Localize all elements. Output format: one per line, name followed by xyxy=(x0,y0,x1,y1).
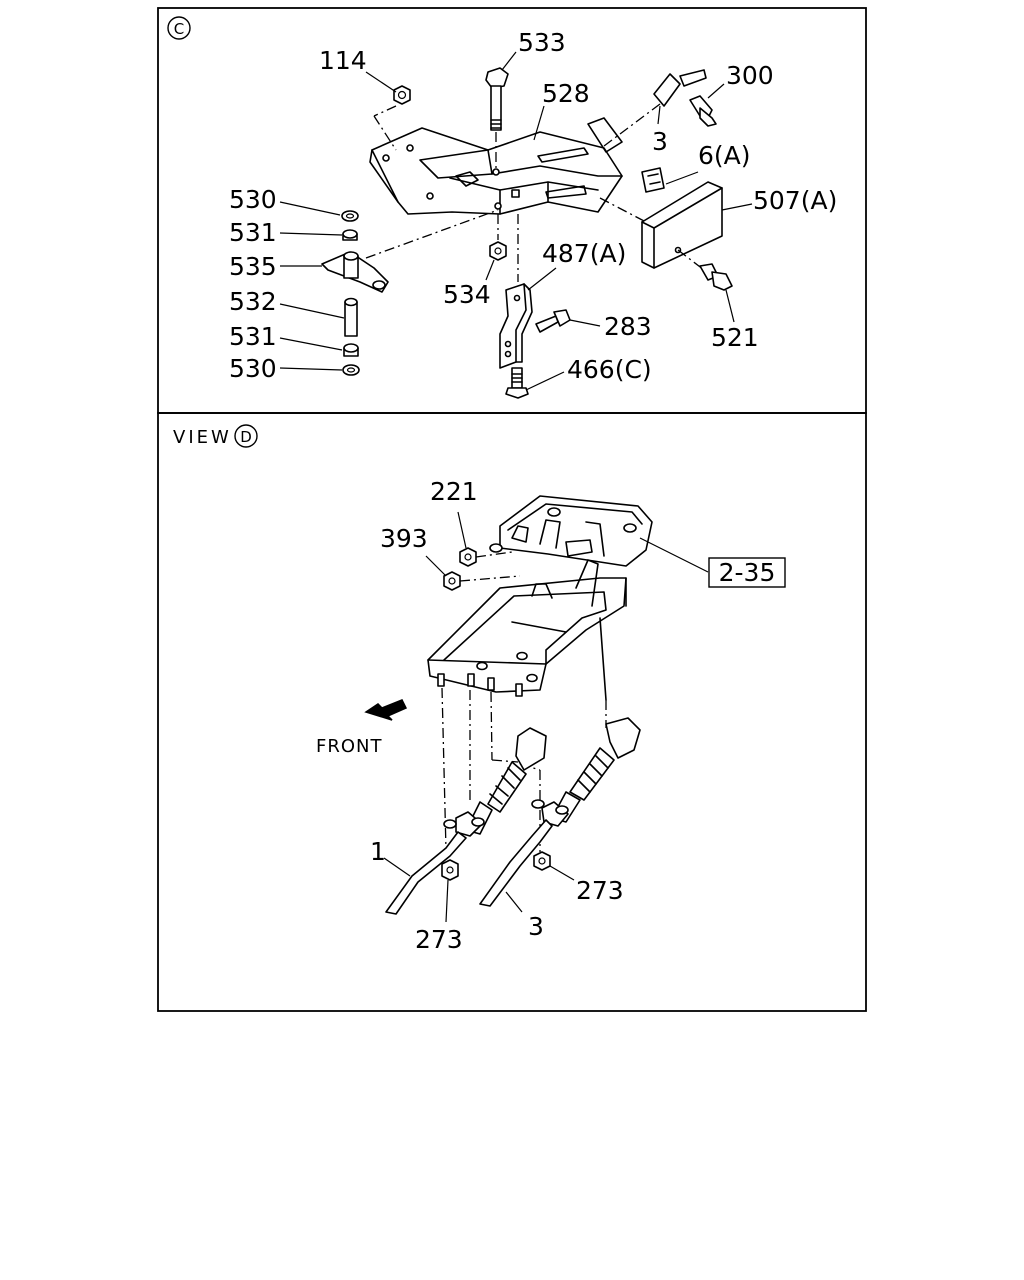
nut-273-right xyxy=(533,851,551,871)
label-487a: 487(A) xyxy=(542,239,626,268)
nut-221 xyxy=(459,547,513,567)
nut-534 xyxy=(489,214,507,261)
label-533: 533 xyxy=(518,28,566,57)
label-535: 535 xyxy=(229,252,277,281)
label-521: 521 xyxy=(711,323,759,352)
bolt-521 xyxy=(699,263,733,291)
view-label: VIEW xyxy=(173,427,232,448)
label-531-bottom: 531 xyxy=(229,322,277,351)
panel-c: C xyxy=(167,16,837,399)
label-466c: 466(C) xyxy=(567,355,652,384)
mounting-bracket xyxy=(427,559,627,701)
label-3-clip: 3 xyxy=(652,127,668,156)
bolt-466c xyxy=(505,367,529,399)
cable-1 xyxy=(385,727,547,915)
label-530-bottom: 530 xyxy=(229,354,277,383)
panel-d-marker-circle xyxy=(234,424,258,448)
bolt-300 xyxy=(689,95,717,127)
label-283: 283 xyxy=(604,312,652,341)
ref-box-frame xyxy=(708,557,786,588)
panel-d-marker: D xyxy=(240,428,252,446)
panel-c-marker-circle xyxy=(167,16,191,40)
bolt-533 xyxy=(485,67,509,168)
front-label: FRONT xyxy=(316,736,383,757)
label-3-cable: 3 xyxy=(528,912,544,941)
panel-d-leaders xyxy=(383,511,709,923)
panel-c-marker: C xyxy=(174,20,184,38)
nut-393 xyxy=(443,571,521,591)
nut-114 xyxy=(373,85,411,151)
front-arrow-icon xyxy=(364,699,408,721)
label-114: 114 xyxy=(319,46,367,75)
label-300: 300 xyxy=(726,61,774,90)
bolt-283 xyxy=(535,309,571,333)
clip-3 xyxy=(603,69,707,147)
cable-3 xyxy=(479,717,641,907)
label-534: 534 xyxy=(443,280,491,309)
label-393: 393 xyxy=(380,524,428,553)
panel-d: VIEW D xyxy=(173,424,786,954)
label-273-left: 273 xyxy=(415,925,463,954)
label-532: 532 xyxy=(229,287,277,316)
label-507a: 507(A) xyxy=(753,186,837,215)
bracket-studs xyxy=(437,673,523,697)
bracket-487a xyxy=(499,214,533,369)
label-273-right: 273 xyxy=(576,876,624,905)
nut-273-left xyxy=(441,859,459,881)
label-531-top: 531 xyxy=(229,218,277,247)
label-6a: 6(A) xyxy=(698,141,751,170)
panel-c-leaders xyxy=(279,51,753,391)
main-bracket xyxy=(369,117,623,215)
label-530-top: 530 xyxy=(229,185,277,214)
panel-d-frame xyxy=(157,412,867,1012)
bushing-stack xyxy=(321,209,499,376)
label-221: 221 xyxy=(430,477,478,506)
label-528: 528 xyxy=(542,79,590,108)
clip-6a xyxy=(641,167,665,193)
label-1: 1 xyxy=(370,837,386,866)
ref-box-label: 2-35 xyxy=(719,558,776,587)
